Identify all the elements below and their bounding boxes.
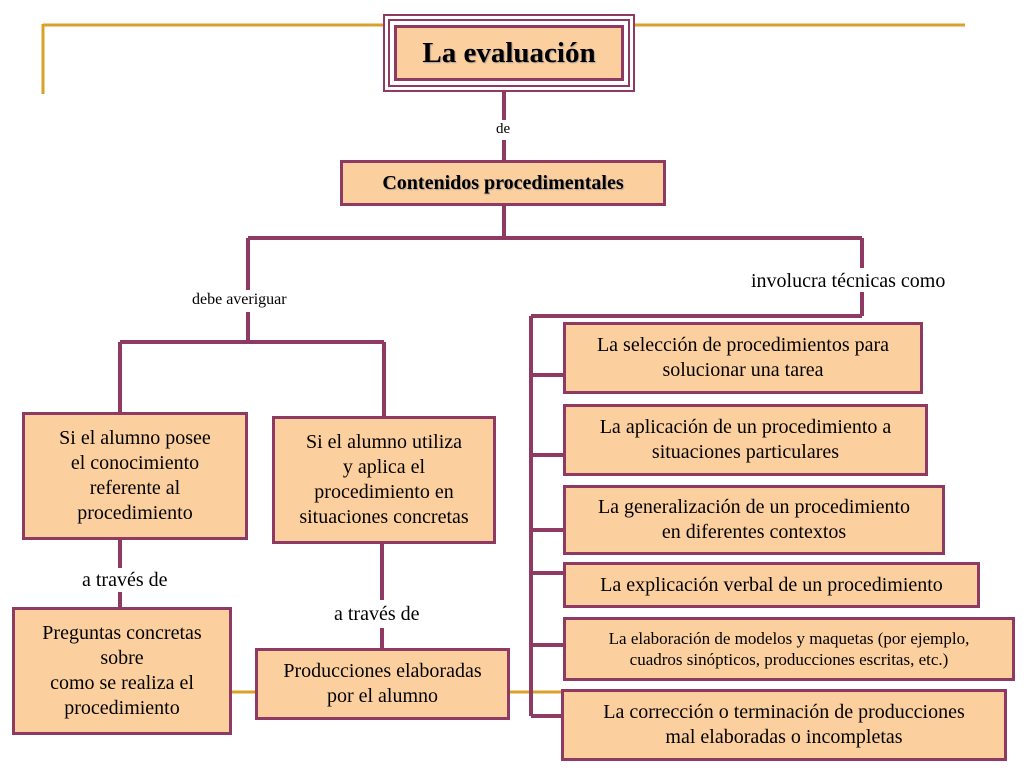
via-label-1: a través de: [82, 569, 168, 591]
questions-box: Preguntas concretas sobre como se realiz…: [12, 607, 232, 735]
technique-box: La aplicación de un procedimiento a situ…: [563, 404, 928, 476]
main-topic-box: Contenidos procedimentales: [340, 160, 666, 206]
technique-box: La generalización de un procedimiento en…: [563, 485, 945, 555]
branch-label-left: debe averiguar: [192, 291, 287, 308]
productions-box: Producciones elaboradas por el alumno: [255, 648, 510, 720]
technique-box: La elaboración de modelos y maquetas (po…: [563, 617, 1015, 681]
title-box: La evaluación: [383, 14, 635, 92]
title-text: La evaluación: [394, 25, 624, 81]
connector-label-de: de: [496, 121, 511, 137]
technique-box: La explicación verbal de un procedimient…: [563, 562, 980, 608]
main-topic-text: Contenidos procedimentales: [382, 171, 624, 194]
application-condition-box: Si el alumno utiliza y aplica el procedi…: [272, 416, 496, 544]
technique-box: La corrección o terminación de produccio…: [561, 689, 1007, 761]
branch-label-right: involucra técnicas como: [751, 270, 946, 292]
technique-box: La selección de procedimientos para solu…: [563, 322, 923, 394]
via-label-2: a través de: [334, 603, 420, 625]
knowledge-condition-box: Si el alumno posee el conocimiento refer…: [22, 412, 248, 540]
